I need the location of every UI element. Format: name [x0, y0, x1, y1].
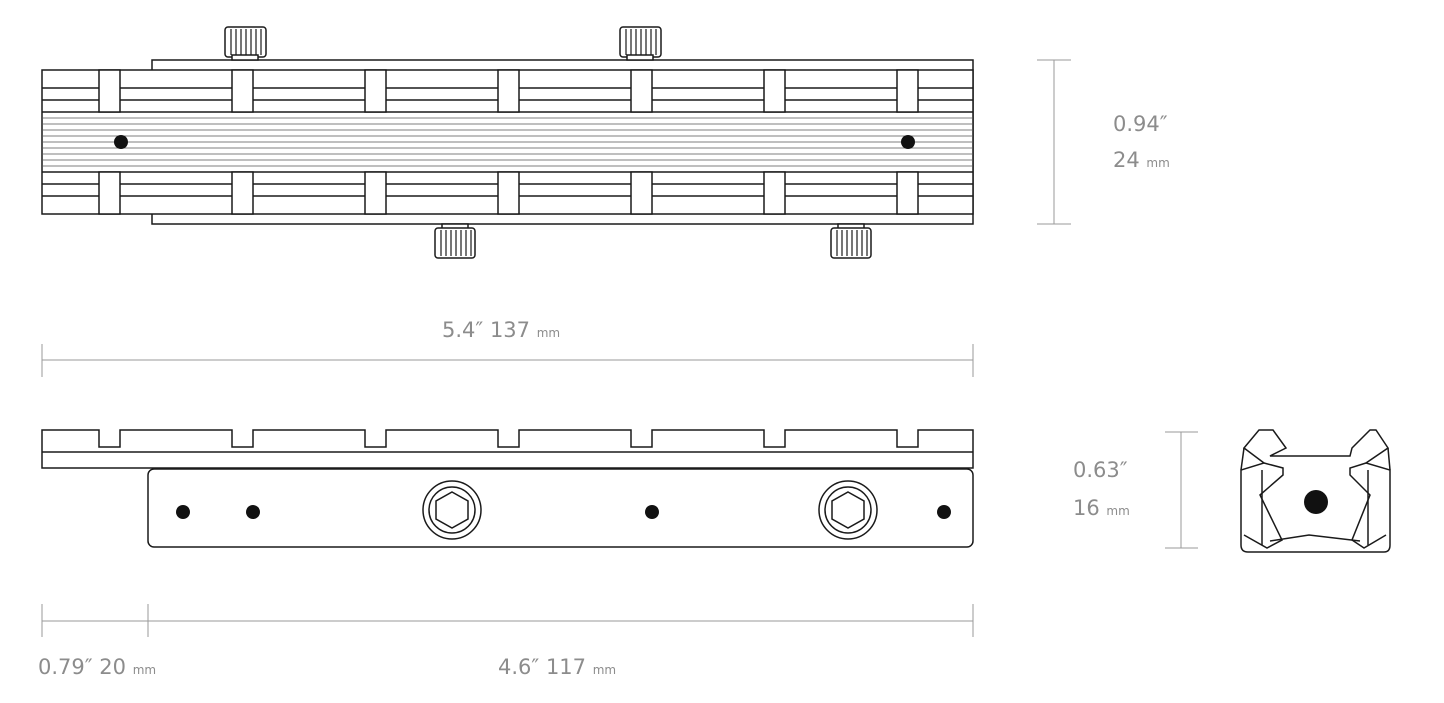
- side-view-rail: [41, 429, 974, 469]
- side-view-hole-1: [176, 505, 190, 519]
- top-view-center-grooves: [42, 117, 973, 167]
- offset-length-label: 0.79″ 20 mm: [38, 655, 157, 679]
- side-view: [41, 429, 974, 548]
- dimension-line-offset-length: [41, 604, 148, 637]
- screw-knob-top-right: [619, 26, 662, 61]
- height-end-mm-label: 16 mm: [1073, 496, 1130, 520]
- dimension-line-height-end: [1165, 431, 1198, 549]
- side-view-hole-3: [645, 505, 659, 519]
- hex-bolt-left-icon: [422, 480, 482, 540]
- screw-knob-top-left: [224, 26, 267, 61]
- base-length-label: 4.6″ 117 mm: [498, 655, 617, 679]
- top-view-hole-left: [114, 135, 128, 149]
- height-end-inch-label: 0.63″: [1073, 458, 1128, 482]
- top-view-hole-right: [901, 135, 915, 149]
- top-view-slots: [98, 69, 919, 215]
- side-view-hole-4: [937, 505, 951, 519]
- total-length-label: 5.4″ 137 mm: [442, 318, 561, 342]
- dimension-line-base-length: [147, 604, 974, 637]
- side-view-base-plate: [147, 468, 974, 548]
- screw-knob-bottom-right: [830, 223, 872, 259]
- height-top-inch-label: 0.94″: [1113, 112, 1168, 136]
- height-top-mm-label: 24 mm: [1113, 148, 1170, 172]
- side-view-hole-2: [246, 505, 260, 519]
- screw-knob-bottom-left: [434, 223, 476, 259]
- dimension-line-total-length: [41, 344, 974, 377]
- end-view-hole: [1304, 490, 1328, 514]
- top-view: [41, 26, 974, 259]
- hex-bolt-right-icon: [818, 480, 878, 540]
- end-view: [1240, 429, 1391, 553]
- dimension-line-height-top: [1037, 59, 1071, 225]
